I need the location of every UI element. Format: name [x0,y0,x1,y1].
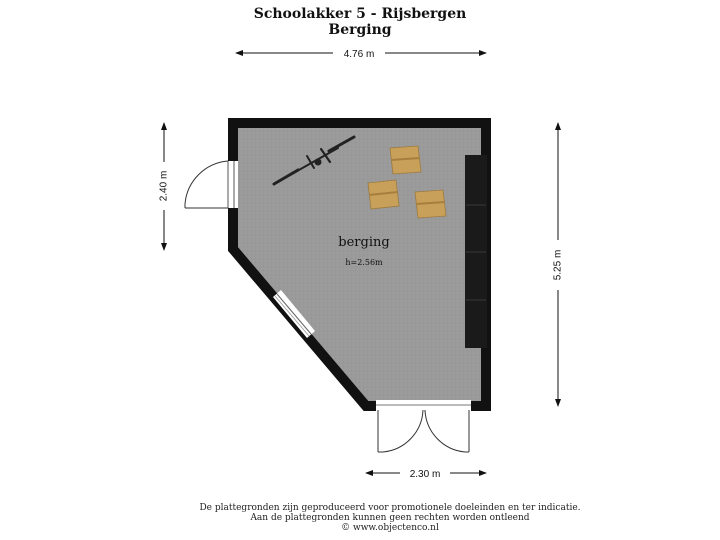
copyright-line: © www.objectenco.nl [341,523,439,533]
box-2 [367,179,400,210]
diagonal-window [273,290,315,338]
dim-top: 4.76 m [235,46,487,60]
dim-left-label: 2.40 m [159,171,170,202]
dim-top-label: 4.76 m [344,49,375,60]
dim-bottom: 2.30 m [365,466,487,480]
address-title: Schoolakker 5 - Rijsbergen [253,6,467,22]
dim-left: 2.40 m [157,122,171,251]
bottom-door-swing [377,409,470,453]
bicycle-icon [272,135,356,186]
disclaimer-line-2: Aan de plattegronden kunnen geen rechten… [250,513,530,523]
disclaimer-line-1: De plattegronden zijn geproduceerd voor … [199,503,581,513]
room-height: h=2.56m [345,258,383,267]
dim-right: 5.25 m [551,122,565,407]
room-name: berging [338,235,389,250]
left-door-opening [226,161,238,208]
dim-bottom-label: 2.30 m [410,469,441,480]
storage-cabinets [465,155,487,348]
dim-right-label: 5.25 m [553,250,564,281]
box-3 [414,189,447,219]
bottom-door-opening [376,400,471,412]
box-1 [389,145,422,175]
floor-title: Berging [328,22,392,38]
left-door-swing [184,160,229,209]
